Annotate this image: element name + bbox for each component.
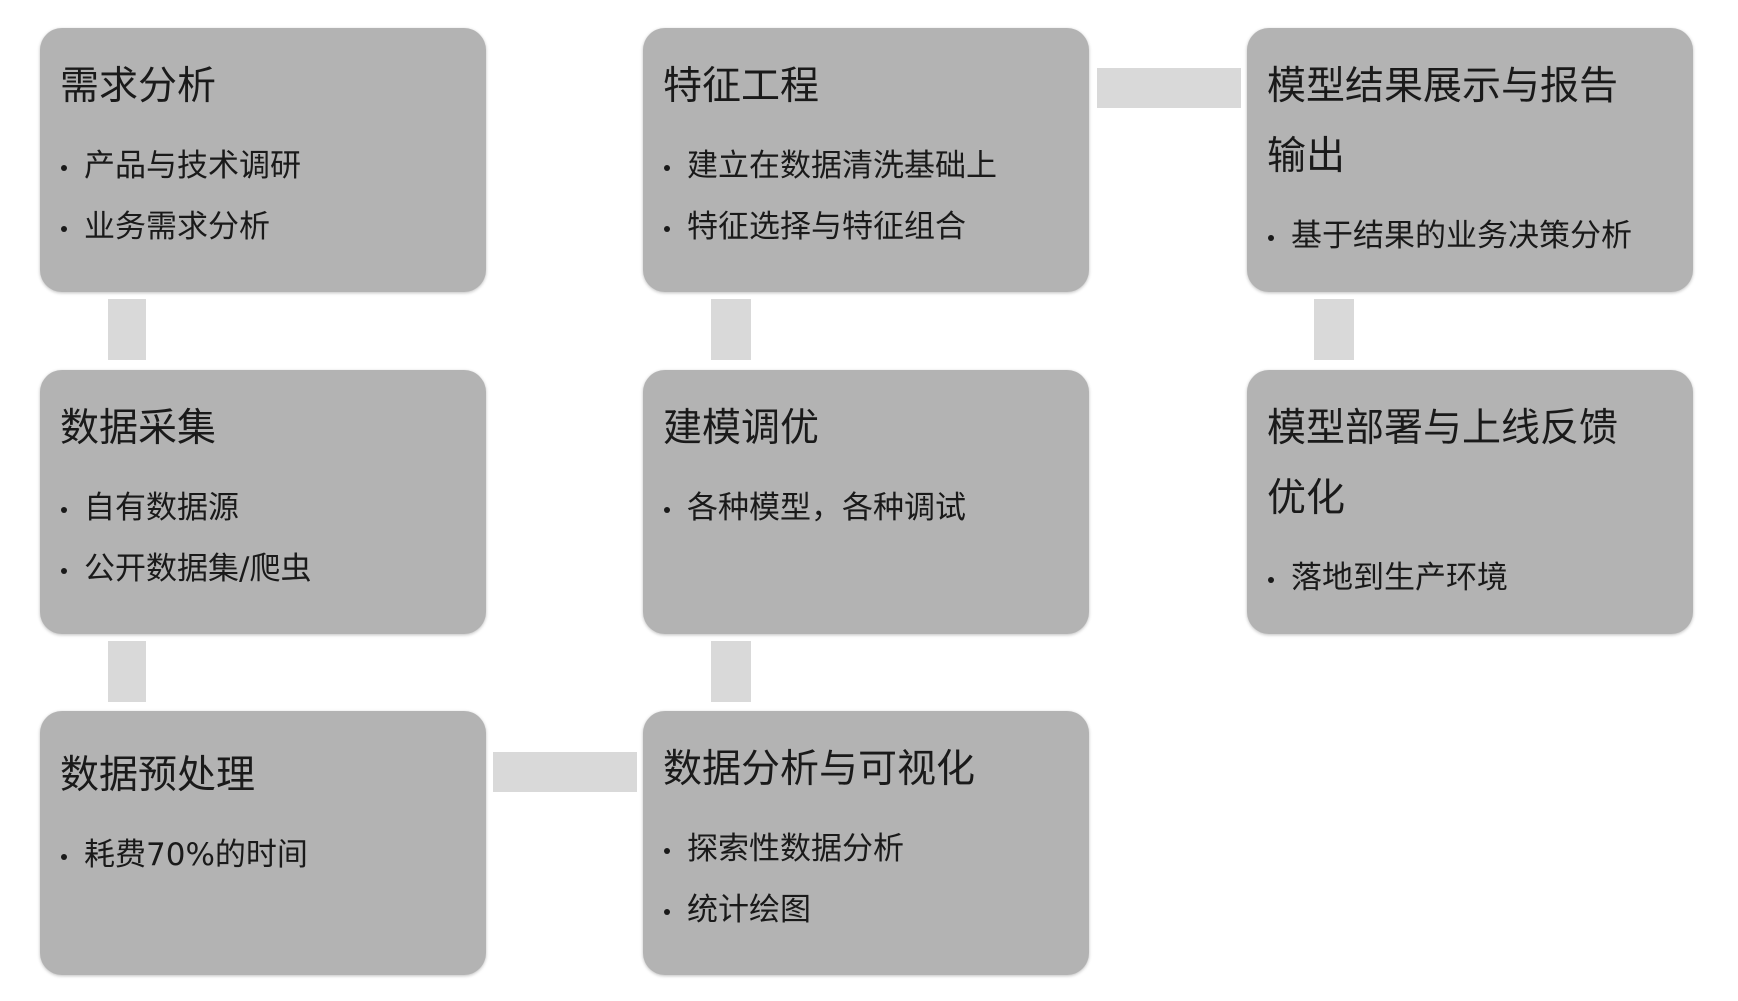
step-bullet: 探索性数据分析 [663,819,1067,880]
step-bullet: 建立在数据清洗基础上 [663,136,1067,197]
step-bullet-list: 各种模型，各种调试 [663,478,1067,539]
step-title: 建模调优 [663,406,820,451]
step-title: 模型部署与上线反馈优化 [1267,394,1671,534]
step-bullet: 各种模型，各种调试 [663,478,1067,539]
step-title: 模型结果展示与报告输出 [1267,52,1671,192]
step-title: 数据预处理 [60,753,256,798]
step-bullet: 公开数据集/爬虫 [60,539,464,600]
connector-preprocessing-to-analysis [493,752,637,792]
step-title: 特征工程 [663,64,820,109]
step-title: 数据采集 [60,406,217,451]
step-box-data-preprocessing: 数据预处理 耗费70%的时间 [40,711,486,975]
step-bullet: 统计绘图 [663,880,1067,941]
step-box-modeling-tuning: 建模调优 各种模型，各种调试 [643,370,1089,634]
step-bullet-list: 建立在数据清洗基础上 特征选择与特征组合 [663,136,1067,258]
step-title: 需求分析 [60,64,217,109]
step-title-line: 优化 [1267,476,1346,521]
connector-results-to-deployment [1314,299,1354,360]
step-bullet: 业务需求分析 [60,197,464,258]
step-box-requirements-analysis: 需求分析 产品与技术调研 业务需求分析 [40,28,486,292]
step-box-feature-engineering: 特征工程 建立在数据清洗基础上 特征选择与特征组合 [643,28,1089,292]
step-bullet-list: 落地到生产环境 [1267,548,1671,609]
step-box-results-reporting: 模型结果展示与报告输出 基于结果的业务决策分析 [1247,28,1693,292]
step-title-line: 模型部署与上线反馈 [1267,406,1619,451]
step-bullet-list: 基于结果的业务决策分析 [1267,206,1671,267]
step-bullet: 耗费70%的时间 [60,825,464,886]
step-bullet: 落地到生产环境 [1267,548,1671,609]
step-box-deployment-feedback: 模型部署与上线反馈优化 落地到生产环境 [1247,370,1693,634]
connector-collection-to-preprocessing [108,641,146,702]
step-bullet-list: 自有数据源 公开数据集/爬虫 [60,478,464,600]
step-box-data-analysis-visualization: 数据分析与可视化 探索性数据分析 统计绘图 [643,711,1089,975]
step-title-line: 输出 [1267,134,1346,179]
step-title-line: 模型结果展示与报告 [1267,64,1619,109]
step-bullet: 自有数据源 [60,478,464,539]
step-bullet: 产品与技术调研 [60,136,464,197]
step-bullet: 特征选择与特征组合 [663,197,1067,258]
connector-modeling-to-features [711,299,751,360]
step-bullet-list: 探索性数据分析 统计绘图 [663,819,1067,941]
connector-analysis-to-modeling [711,641,751,702]
step-bullet: 基于结果的业务决策分析 [1267,206,1671,267]
step-bullet-list: 耗费70%的时间 [60,825,464,886]
step-bullet-list: 产品与技术调研 业务需求分析 [60,136,464,258]
connector-requirements-to-collection [108,299,146,360]
step-title: 数据分析与可视化 [663,747,976,792]
step-box-data-collection: 数据采集 自有数据源 公开数据集/爬虫 [40,370,486,634]
connector-features-to-results [1097,68,1241,108]
